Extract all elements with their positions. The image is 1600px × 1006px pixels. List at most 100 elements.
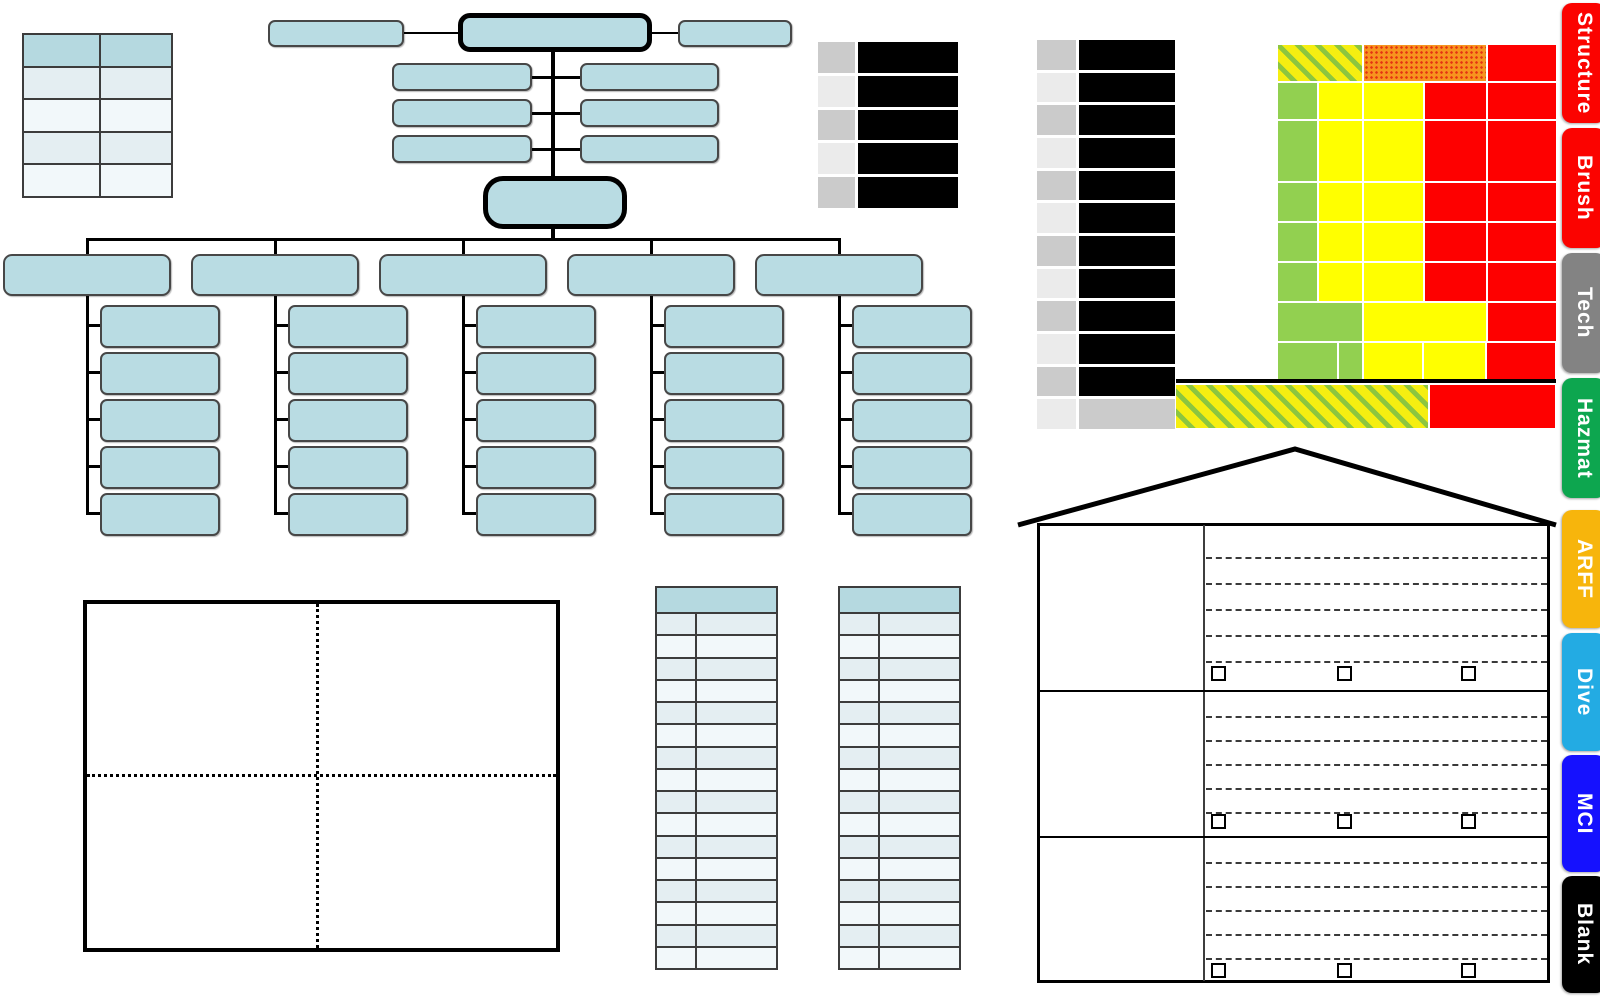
checklist-table-left-label-cell[interactable] (657, 903, 695, 924)
division-box[interactable] (379, 254, 547, 296)
risk-cell-yellow[interactable] (1319, 263, 1362, 301)
checklist-table-left-value-cell[interactable] (697, 747, 776, 768)
status-checkbox[interactable] (1211, 814, 1226, 829)
command-staff-box[interactable] (392, 99, 532, 127)
risk-cell-orange-dots[interactable] (1364, 45, 1486, 81)
checklist-table-right-label-cell[interactable] (840, 658, 878, 679)
risk-cell-red[interactable] (1488, 183, 1556, 221)
status-checkbox[interactable] (1337, 666, 1352, 681)
checklist-table-left-value-cell[interactable] (697, 769, 776, 790)
unit-box[interactable] (476, 446, 596, 489)
unit-assignment-table-value-cell[interactable] (858, 42, 958, 73)
checklist-table-left-value-cell[interactable] (697, 836, 776, 857)
command-staff-box[interactable] (580, 135, 719, 163)
resource-assignment-table-value-cell[interactable] (1079, 333, 1175, 364)
unit-box[interactable] (664, 399, 784, 442)
site-info-table-header-cell[interactable] (24, 35, 99, 66)
resource-assignment-table-value-cell[interactable] (1079, 170, 1175, 201)
resource-assignment-table-label-cell[interactable] (1037, 268, 1076, 299)
resource-assignment-table-label-cell[interactable] (1037, 203, 1076, 233)
risk-cell-yellow[interactable] (1364, 263, 1423, 301)
unit-box[interactable] (852, 446, 972, 489)
checklist-table-right-label-cell[interactable] (840, 703, 878, 724)
division-box[interactable] (755, 254, 923, 296)
checklist-table-left-value-cell[interactable] (697, 814, 776, 835)
resource-assignment-table-value-cell[interactable] (1079, 137, 1175, 168)
checklist-table-right-value-cell[interactable] (880, 925, 959, 946)
checklist-table-right-label-cell[interactable] (840, 903, 878, 924)
checklist-table-left-label-cell[interactable] (657, 747, 695, 768)
tab-arff[interactable]: ARFF (1562, 510, 1600, 628)
liaison-left-box[interactable] (268, 20, 404, 47)
tab-hazmat[interactable]: Hazmat (1562, 378, 1600, 498)
unit-assignment-table-value-cell[interactable] (858, 75, 958, 107)
checklist-table-right-label-cell[interactable] (840, 636, 878, 657)
risk-cell-red[interactable] (1488, 263, 1556, 301)
risk-cell-red[interactable] (1488, 121, 1556, 181)
risk-cell-green[interactable] (1278, 183, 1317, 221)
checklist-table-left-label-cell[interactable] (657, 925, 695, 946)
status-checkbox[interactable] (1211, 963, 1226, 978)
command-staff-box[interactable] (392, 63, 532, 91)
checklist-table-right-value-cell[interactable] (880, 725, 959, 746)
site-info-table-label-cell[interactable] (24, 165, 99, 196)
unit-box[interactable] (664, 352, 784, 395)
unit-box[interactable] (852, 493, 972, 536)
command-staff-box[interactable] (580, 99, 719, 127)
checklist-table-right-label-cell[interactable] (840, 925, 878, 946)
risk-cell-yellow[interactable] (1319, 83, 1362, 119)
checklist-table-left-value-cell[interactable] (697, 947, 776, 968)
risk-cell-yellow[interactable] (1364, 303, 1486, 341)
risk-cell-red[interactable] (1487, 343, 1555, 379)
unit-box[interactable] (288, 305, 408, 348)
status-checkbox[interactable] (1337, 814, 1352, 829)
unit-assignment-table-label-cell[interactable] (818, 75, 855, 107)
site-info-table-value-cell[interactable] (101, 67, 171, 99)
operations-box[interactable] (483, 176, 627, 229)
risk-cell-yellow[interactable] (1364, 83, 1423, 119)
risk-cell-green[interactable] (1278, 263, 1317, 301)
status-checkbox[interactable] (1461, 963, 1476, 978)
checklist-table-left-value-cell[interactable] (697, 903, 776, 924)
resource-assignment-table-value-cell[interactable] (1079, 268, 1175, 299)
resource-assignment-table-label-cell[interactable] (1037, 170, 1076, 201)
unit-assignment-table-label-cell[interactable] (818, 177, 855, 208)
unit-assignment-table-label-cell[interactable] (818, 42, 855, 73)
resource-assignment-table-label-cell[interactable] (1037, 333, 1076, 364)
checklist-table-left-label-cell[interactable] (657, 769, 695, 790)
checklist-table-left-header[interactable] (657, 588, 776, 612)
risk-cell-hatch[interactable] (1278, 45, 1362, 81)
resource-assignment-table-value-cell[interactable] (1079, 301, 1175, 331)
checklist-table-left-label-cell[interactable] (657, 680, 695, 701)
resource-assignment-table-label-cell[interactable] (1037, 105, 1076, 135)
checklist-table-right-label-cell[interactable] (840, 947, 878, 968)
checklist-table-left-label-cell[interactable] (657, 836, 695, 857)
status-checkbox[interactable] (1461, 814, 1476, 829)
site-info-table-value-cell[interactable] (101, 165, 171, 196)
unit-box[interactable] (100, 305, 220, 348)
resource-assignment-table-value-cell[interactable] (1079, 203, 1175, 233)
checklist-table-left-label-cell[interactable] (657, 814, 695, 835)
checklist-table-right-label-cell[interactable] (840, 836, 878, 857)
risk-cell-yellow[interactable] (1364, 223, 1423, 261)
checklist-table-right-value-cell[interactable] (880, 636, 959, 657)
risk-cell-yellow[interactable] (1364, 343, 1422, 379)
checklist-table-right-value-cell[interactable] (880, 658, 959, 679)
checklist-table-right-label-cell[interactable] (840, 614, 878, 635)
unit-box[interactable] (476, 493, 596, 536)
risk-cell-yellow[interactable] (1319, 223, 1362, 261)
status-checkbox[interactable] (1337, 963, 1352, 978)
checklist-table-left-label-cell[interactable] (657, 947, 695, 968)
checklist-table-right-label-cell[interactable] (840, 792, 878, 813)
unit-box[interactable] (288, 493, 408, 536)
unit-box[interactable] (100, 399, 220, 442)
checklist-table-right-label-cell[interactable] (840, 769, 878, 790)
building-outline[interactable] (1037, 523, 1550, 983)
site-info-table-header-cell[interactable] (101, 35, 171, 66)
resource-assignment-table-label-cell[interactable] (1037, 137, 1076, 168)
checklist-table-left-value-cell[interactable] (697, 925, 776, 946)
checklist-table-left-label-cell[interactable] (657, 792, 695, 813)
unit-box[interactable] (852, 399, 972, 442)
resource-assignment-table-label-cell[interactable] (1037, 235, 1076, 266)
site-info-table-value-cell[interactable] (101, 132, 171, 164)
